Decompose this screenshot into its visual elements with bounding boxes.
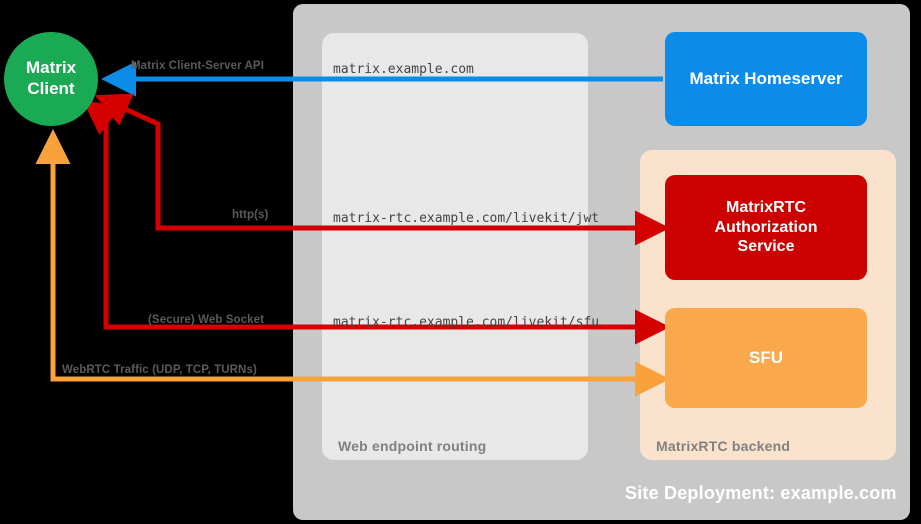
node-auth-service-line1: MatrixRTC (725, 199, 806, 217)
edge-label-webrtc-traffic: WebRTC Traffic (UDP, TCP, TURNs) (62, 364, 257, 376)
node-auth-service-line3: Service (737, 238, 795, 256)
container-web-endpoint-routing (322, 33, 588, 460)
label-matrixrtc-backend: MatrixRTC backend (656, 438, 791, 454)
node-matrix-client-line1: Matrix (25, 58, 77, 78)
node-auth-service-line2: Authorization (714, 218, 818, 236)
edge-label-client-server-api: Matrix Client-Server API (131, 60, 264, 72)
edge-label-http-s: http(s) (232, 209, 269, 221)
url-label-livekit-sfu: matrix-rtc.example.com/livekit/sfu (333, 315, 600, 330)
node-matrixrtc-authorization-service[interactable]: MatrixRTC Authorization Service (665, 175, 867, 280)
label-site-deployment: Site Deployment: example.com (625, 483, 897, 503)
node-matrix-client-line2: Client (27, 79, 75, 98)
url-label-matrix-example-com: matrix.example.com (333, 62, 474, 77)
node-matrix-homeserver-label: Matrix Homeserver (689, 68, 843, 88)
node-matrix-client[interactable]: Matrix Client (4, 32, 98, 126)
node-sfu-label: SFU (749, 347, 783, 367)
label-web-endpoint-routing: Web endpoint routing (338, 438, 487, 454)
edge-label-secure-web-socket: (Secure) Web Socket (148, 314, 265, 326)
url-label-livekit-jwt: matrix-rtc.example.com/livekit/jwt (333, 211, 600, 226)
node-matrix-homeserver[interactable]: Matrix Homeserver (665, 32, 867, 126)
node-sfu[interactable]: SFU (665, 308, 867, 408)
